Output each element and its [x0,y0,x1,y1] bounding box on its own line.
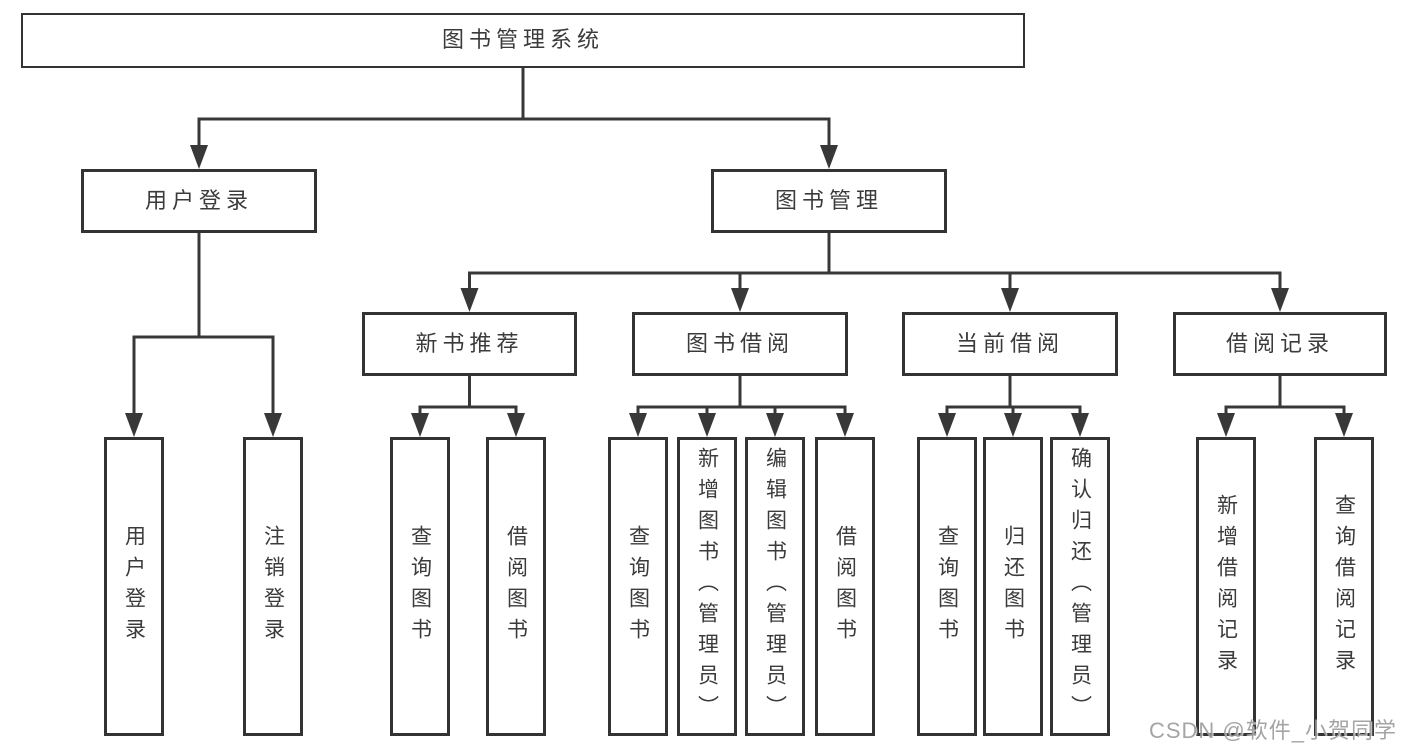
leaf-add-books-admin: 新增图书（管理员） [677,437,737,736]
leaf-recommend-borrow-books: 借阅图书 [486,437,546,736]
node-new-book-recommendation: 新书推荐 [362,312,577,376]
leaf-user-login: 用户登录 [104,437,164,736]
node-book-borrowing: 图书借阅 [632,312,848,376]
leaf-current-query-books: 查询图书 [917,437,977,736]
node-borrowing-records: 借阅记录 [1173,312,1387,376]
leaf-confirm-return-admin: 确认归还（管理员） [1050,437,1110,736]
leaf-edit-books-admin: 编辑图书（管理员） [745,437,805,736]
leaf-borrow-books: 借阅图书 [815,437,875,736]
csdn-watermark: CSDN @软件_小贺同学 [1148,718,1397,743]
node-current-borrowing: 当前借阅 [902,312,1118,376]
leaf-borrow-query-books: 查询图书 [608,437,668,736]
node-user-login: 用户登录 [81,169,317,233]
leaf-return-books: 归还图书 [983,437,1043,736]
arrowheads [125,145,1353,437]
node-library-management-system: 图书管理系统 [21,13,1025,68]
leaf-logout: 注销登录 [243,437,303,736]
leaf-recommend-query-books: 查询图书 [390,437,450,736]
node-book-management: 图书管理 [711,169,947,233]
leaf-add-borrow-record: 新增借阅记录 [1196,437,1256,736]
leaf-query-borrow-record: 查询借阅记录 [1314,437,1374,736]
